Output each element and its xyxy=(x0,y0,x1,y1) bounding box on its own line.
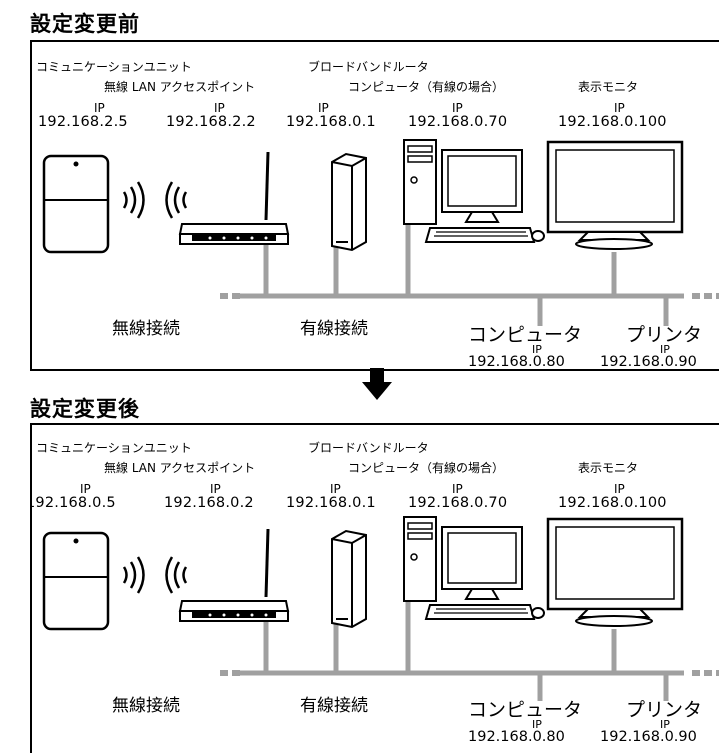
wired-connection-label: 有線接続 xyxy=(300,696,368,716)
ip-tag: IP xyxy=(614,101,625,115)
after-title: 設定変更後 xyxy=(30,397,140,421)
wireless-connection-label: 無線接続 xyxy=(112,696,180,716)
ip-router: 192.168.0.1 xyxy=(286,495,376,511)
ip-bottom-printer: 192.168.0.90 xyxy=(600,729,697,745)
ip-computer-wired: 192.168.0.70 xyxy=(408,495,508,511)
access-point-icon xyxy=(178,151,290,245)
ip-bottom-computer: 192.168.0.80 xyxy=(468,354,565,370)
ip-tag: IP xyxy=(330,482,341,496)
wireless-waves-icon xyxy=(122,181,188,219)
display-monitor-icon xyxy=(546,140,684,250)
comm-unit-icon xyxy=(42,531,110,631)
ip-comm-unit: 192.168.2.5 xyxy=(38,114,128,130)
before-title: 設定変更前 xyxy=(30,12,140,36)
after-network-art xyxy=(42,516,719,701)
label-computer-wired: コンピュータ（有線の場合） xyxy=(348,461,505,475)
bottom-printer-label: プリンタ xyxy=(626,699,703,721)
network-dashes xyxy=(220,670,719,676)
ip-tag: IP xyxy=(452,482,463,496)
bottom-printer-label: プリンタ xyxy=(626,324,703,346)
label-wireless-ap: 無線 LAN アクセスポイント xyxy=(104,80,256,94)
network-lines xyxy=(232,601,684,701)
ip-wireless-ap: 192.168.0.2 xyxy=(164,495,254,511)
wireless-connection-label: 無線接続 xyxy=(112,319,180,339)
before-panel: コミュニケーションユニット 無線 LAN アクセスポイント ブロードバンドルータ… xyxy=(30,40,719,371)
ip-display: 192.168.0.100 xyxy=(558,114,667,130)
desktop-computer-icon xyxy=(403,516,545,620)
wireless-waves-icon xyxy=(122,556,188,594)
ip-tag: IP xyxy=(318,101,329,115)
label-router: ブロードバンドルータ xyxy=(308,441,429,455)
ip-tag: IP xyxy=(660,343,670,356)
ip-tag: IP xyxy=(214,101,225,115)
access-point-icon xyxy=(178,528,290,622)
ip-tag: IP xyxy=(532,343,542,356)
network-dashes xyxy=(220,293,719,299)
ip-bottom-computer: 192.168.0.80 xyxy=(468,729,565,745)
ip-tag: IP xyxy=(94,101,105,115)
desktop-computer-icon xyxy=(403,139,545,243)
ip-tag: IP xyxy=(210,482,221,496)
ip-display: 192.168.0.100 xyxy=(558,495,667,511)
router-icon xyxy=(331,152,367,252)
label-display: 表示モニタ xyxy=(578,461,639,475)
down-arrow-icon xyxy=(362,368,392,400)
bottom-computer-label: コンピュータ xyxy=(468,324,583,346)
router-icon xyxy=(331,529,367,629)
label-router: ブロードバンドルータ xyxy=(308,60,429,74)
ip-tag: IP xyxy=(532,718,542,731)
label-computer-wired: コンピュータ（有線の場合） xyxy=(348,80,505,94)
display-monitor-icon xyxy=(546,517,684,627)
ip-tag: IP xyxy=(660,718,670,731)
ip-wireless-ap: 192.168.2.2 xyxy=(166,114,256,130)
after-panel: コミュニケーションユニット 無線 LAN アクセスポイント ブロードバンドルータ… xyxy=(30,423,719,753)
wired-connection-label: 有線接続 xyxy=(300,319,368,339)
comm-unit-icon xyxy=(42,154,110,254)
ip-comm-unit: 192.168.0.5 xyxy=(30,495,116,511)
ip-tag: IP xyxy=(80,482,91,496)
ip-computer-wired: 192.168.0.70 xyxy=(408,114,508,130)
before-network-art xyxy=(42,139,719,326)
ip-bottom-printer: 192.168.0.90 xyxy=(600,354,697,370)
label-wireless-ap: 無線 LAN アクセスポイント xyxy=(104,461,256,475)
label-comm-unit: コミュニケーションユニット xyxy=(36,441,192,455)
bottom-computer-label: コンピュータ xyxy=(468,699,583,721)
label-comm-unit: コミュニケーションユニット xyxy=(36,60,192,74)
ip-router: 192.168.0.1 xyxy=(286,114,376,130)
ip-tag: IP xyxy=(452,101,463,115)
label-display: 表示モニタ xyxy=(578,80,639,94)
ip-tag: IP xyxy=(614,482,625,496)
